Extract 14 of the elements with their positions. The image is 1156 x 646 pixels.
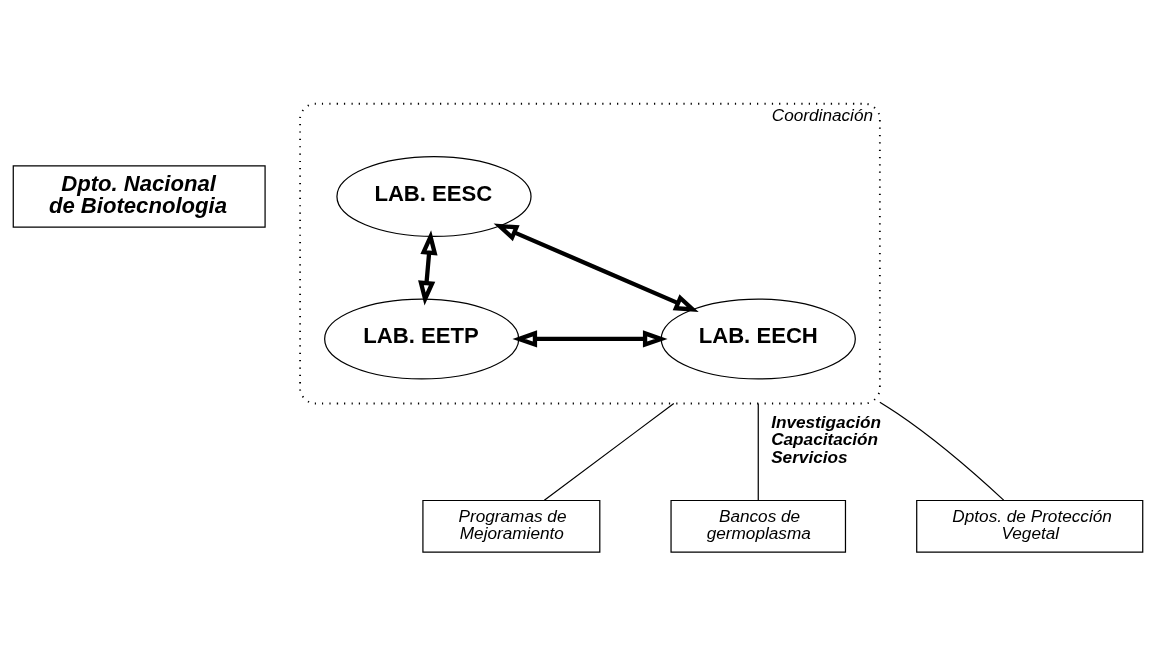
connector [879, 401, 1005, 501]
connector [543, 402, 675, 501]
node-box: Dpto. Nacional de Biotecnologia [12, 165, 266, 228]
arrow [512, 330, 668, 348]
arrow [418, 230, 438, 306]
arrow [493, 223, 699, 312]
node-ellipse: LAB. EECH [660, 298, 856, 380]
node-box: Dptos. de Protección Vegetal [916, 499, 1144, 553]
node-ellipse: LAB. EESC [336, 155, 532, 237]
node-box: Bancos de germoplasma [670, 499, 847, 553]
node-ellipse: LAB. EETP [324, 298, 520, 380]
node-box: Programas de Mejoramiento [422, 499, 601, 553]
edge-label: Investigación Capacitación Servicios [771, 412, 881, 467]
connector [757, 402, 759, 501]
